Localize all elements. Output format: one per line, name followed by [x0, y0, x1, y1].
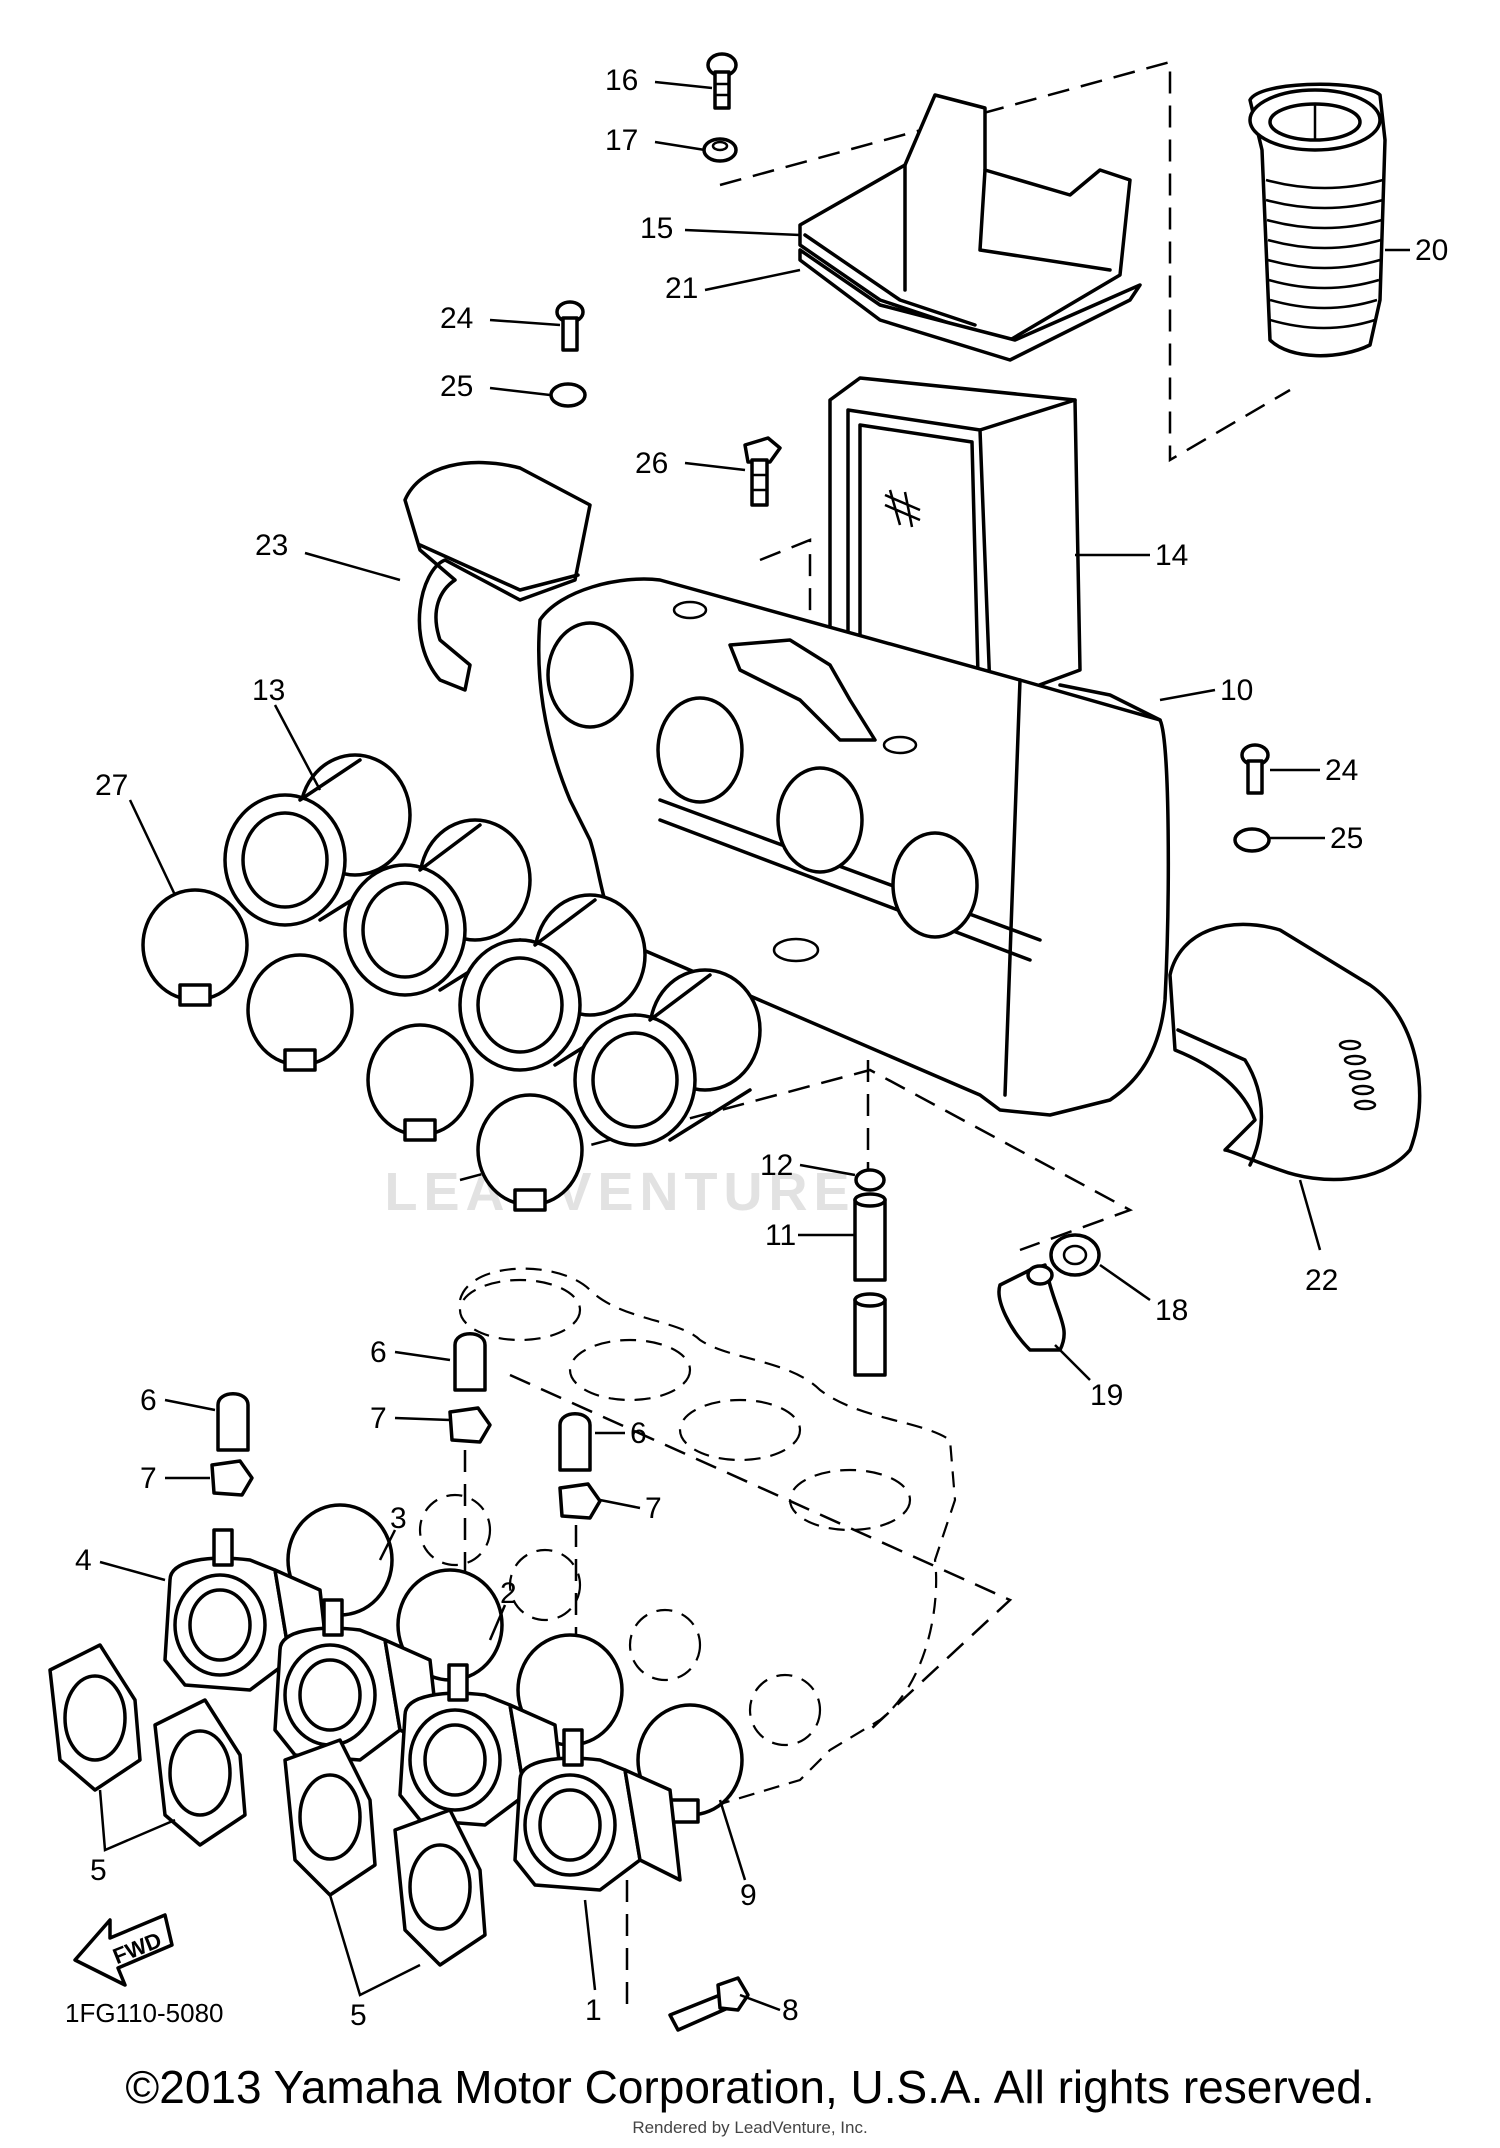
rendered-by-notice: Rendered by LeadVenture, Inc.: [632, 2118, 868, 2137]
part-7-clip-c[interactable]: [558, 1482, 602, 1520]
cylinder-head-outline: [418, 1267, 957, 1812]
label-17[interactable]: 17: [605, 124, 638, 157]
part-21-seal[interactable]: [798, 248, 1142, 362]
part-22-side-cover-right[interactable]: [1168, 922, 1422, 1182]
part-18-grommet[interactable]: [1049, 1233, 1101, 1277]
label-13[interactable]: 13: [252, 674, 285, 707]
label-9[interactable]: 9: [740, 1879, 757, 1912]
part-16-screw[interactable]: [706, 52, 738, 110]
part-11-drain-hose[interactable]: [853, 1192, 887, 1377]
part-13-carburetor-joints[interactable]: [223, 753, 762, 1147]
part-25-collar-right[interactable]: [1233, 827, 1271, 853]
part-7-clip-a[interactable]: [448, 1406, 492, 1444]
guide-line-top: [719, 60, 1291, 463]
part-27-hose-clamps[interactable]: [141, 888, 584, 1212]
part-23-side-cover-left[interactable]: [403, 460, 592, 692]
label-20[interactable]: 20: [1415, 234, 1448, 267]
label-23[interactable]: 23: [255, 529, 288, 562]
label-14[interactable]: 14: [1155, 539, 1188, 572]
part-labels: 16 17 15 21 20 24 25 26 14 23 10 13 27 2…: [65, 64, 1448, 2032]
label-11[interactable]: 11: [765, 1219, 796, 1252]
label-27[interactable]: 27: [95, 769, 128, 802]
label-24-upper[interactable]: 24: [440, 302, 473, 335]
label-6-b[interactable]: 6: [140, 1384, 157, 1417]
label-1[interactable]: 1: [585, 1994, 602, 2027]
part-19-elbow-pipe[interactable]: [997, 1263, 1066, 1352]
part-10-air-filter-case[interactable]: [537, 577, 1171, 1117]
label-21[interactable]: 21: [665, 272, 698, 305]
part-24-screw-right[interactable]: [1240, 743, 1270, 795]
part-12-plug[interactable]: [854, 1168, 886, 1192]
part-1-carburetor-joint-b[interactable]: [398, 1663, 567, 1827]
part-5-gaskets-upper[interactable]: [48, 1643, 247, 1847]
label-22[interactable]: 22: [1305, 1264, 1338, 1297]
label-16[interactable]: 16: [605, 64, 638, 97]
label-4[interactable]: 4: [75, 1544, 92, 1577]
copyright-notice: ©2013 Yamaha Motor Corporation, U.S.A. A…: [125, 2061, 1375, 2113]
fwd-arrow-icon: FWD: [73, 1913, 174, 1987]
part-17-collar[interactable]: [702, 137, 738, 163]
part-5-gaskets-lower[interactable]: [283, 1738, 487, 1967]
guide-line-lower: [509, 1373, 1013, 1731]
label-25-right[interactable]: 25: [1330, 822, 1363, 855]
guide-line-bolt26: [759, 538, 812, 640]
label-2[interactable]: 2: [500, 1577, 517, 1610]
label-26[interactable]: 26: [635, 447, 668, 480]
part-25-collar-upper[interactable]: [549, 382, 587, 408]
label-3[interactable]: 3: [390, 1502, 407, 1535]
label-25-upper[interactable]: 25: [440, 370, 473, 403]
label-7-a[interactable]: 7: [370, 1402, 387, 1435]
leader-lines: [98, 80, 1410, 2012]
part-24-screw-upper[interactable]: [555, 300, 585, 352]
part-7-clip-b[interactable]: [210, 1459, 254, 1497]
part-6-cap-c[interactable]: [558, 1412, 592, 1472]
part-20-intake-duct[interactable]: [1248, 82, 1387, 358]
label-5-b[interactable]: 5: [350, 1999, 367, 2032]
part-26-bolt[interactable]: [743, 436, 782, 507]
label-19[interactable]: 19: [1090, 1379, 1123, 1412]
label-6-a[interactable]: 6: [370, 1336, 387, 1369]
diagram-code: 1FG110-5080: [65, 1998, 224, 2028]
label-18[interactable]: 18: [1155, 1294, 1188, 1327]
label-6-c[interactable]: 6: [630, 1417, 647, 1450]
label-10[interactable]: 10: [1220, 674, 1253, 707]
label-5-a[interactable]: 5: [90, 1854, 107, 1887]
part-1-carburetor-joint-c[interactable]: [513, 1728, 682, 1892]
label-15[interactable]: 15: [640, 212, 673, 245]
part-6-cap-a[interactable]: [453, 1332, 487, 1392]
label-7-c[interactable]: 7: [645, 1492, 662, 1525]
part-8-bolt[interactable]: [668, 1976, 750, 2032]
label-8[interactable]: 8: [782, 1994, 799, 2027]
label-7-b[interactable]: 7: [140, 1462, 157, 1495]
label-12[interactable]: 12: [760, 1149, 793, 1182]
label-24-right[interactable]: 24: [1325, 754, 1358, 787]
part-15-intake-cover[interactable]: [798, 93, 1132, 342]
part-6-cap-b[interactable]: [216, 1392, 250, 1452]
watermark: LEADVENTURE: [384, 1162, 855, 1222]
